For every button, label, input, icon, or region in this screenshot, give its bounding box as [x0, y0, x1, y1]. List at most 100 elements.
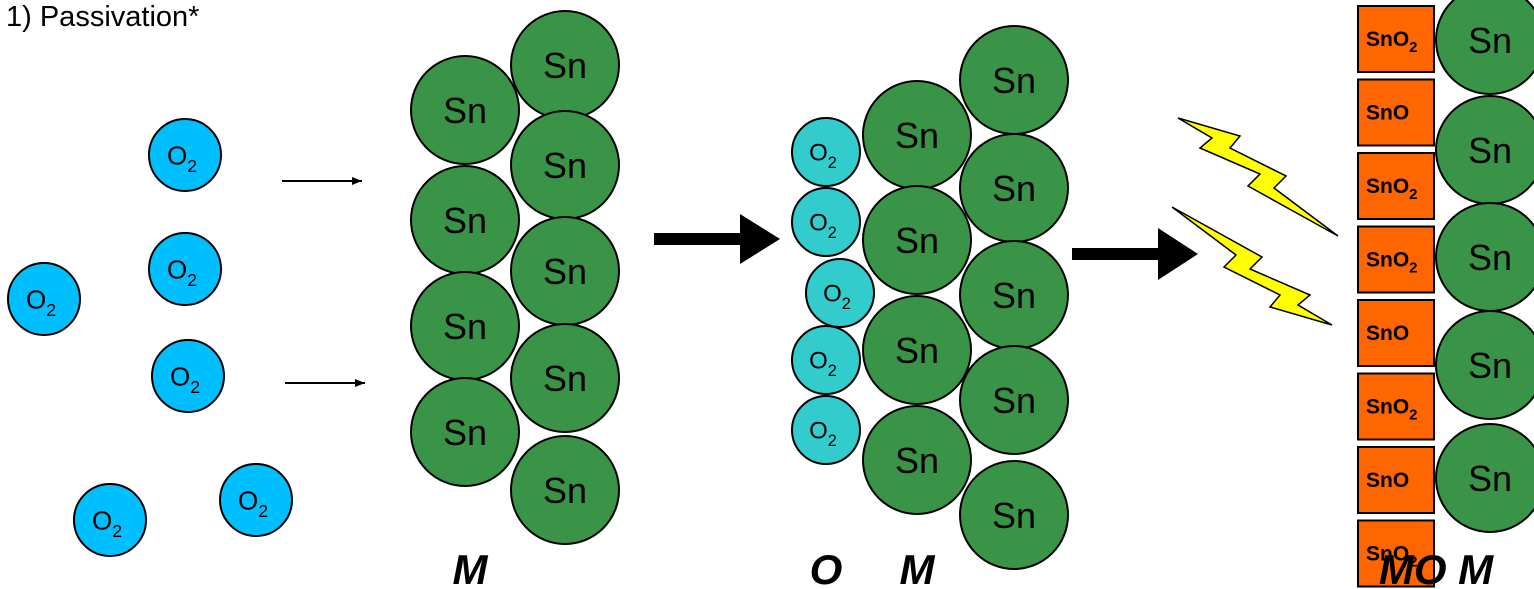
- tin-atom: Sn: [1435, 202, 1534, 312]
- oxygen-molecule: O2: [791, 117, 861, 187]
- process-arrow-2: [1072, 228, 1198, 280]
- oxide-subscript: 2: [1409, 260, 1417, 277]
- oxygen-molecule-circle: [7, 262, 81, 336]
- tin-atom: Sn: [1435, 423, 1534, 533]
- caption-stage2-oxide: O: [810, 546, 843, 589]
- oxygen-molecule-circle: [805, 258, 875, 328]
- tin-atom-label: Sn: [992, 495, 1036, 536]
- oxide-subscript: 2: [1409, 407, 1417, 424]
- oxygen-symbol: O: [809, 210, 828, 237]
- oxygen-subscript: 2: [828, 154, 837, 172]
- oxygen-molecule: O2: [7, 262, 81, 336]
- oxide-cell: SnO: [1357, 299, 1435, 367]
- oxide-cell: SnO2: [1357, 519, 1435, 588]
- tin-atom: Sn: [510, 216, 620, 326]
- oxygen-subscript: 2: [187, 156, 197, 176]
- oxide-cell-box: [1357, 299, 1435, 367]
- oxygen-molecule-label: O2: [823, 281, 851, 313]
- oxygen-molecule: O2: [219, 463, 293, 537]
- oxygen-molecule: O2: [805, 258, 875, 328]
- oxide-subscript: 2: [1409, 554, 1417, 571]
- tin-atom: Sn: [510, 10, 620, 120]
- tin-atom: Sn: [410, 271, 520, 381]
- oxide-cell-label: SnO: [1366, 102, 1409, 125]
- oxygen-symbol: O: [92, 505, 112, 535]
- oxide-formula: SnO: [1366, 28, 1409, 51]
- caption-stage1: M: [453, 546, 489, 589]
- tin-atom: Sn: [862, 405, 972, 515]
- oxygen-symbol: O: [809, 348, 828, 375]
- oxide-cell-label: SnO2: [1366, 543, 1418, 571]
- oxide-cell-box: [1357, 152, 1435, 220]
- oxygen-molecule-circle: [151, 339, 225, 413]
- tin-atom-label: Sn: [543, 45, 587, 86]
- oxygen-molecule-label: O2: [809, 210, 837, 242]
- oxygen-molecule-circle: [219, 463, 293, 537]
- oxide-cell: SnO2: [1357, 152, 1435, 220]
- oxygen-subscript: 2: [190, 377, 200, 397]
- tin-atom-circle: [862, 185, 972, 295]
- tin-atom-label: Sn: [992, 60, 1036, 101]
- oxygen-symbol: O: [823, 281, 842, 308]
- arrows-layer: [282, 177, 1198, 387]
- page-title: 1) Passivation*: [6, 1, 200, 33]
- tin-atom: Sn: [410, 55, 520, 165]
- oxygen-symbol: O: [167, 140, 187, 170]
- oxygen-subscript: 2: [842, 295, 851, 313]
- tin-atom-label: Sn: [1468, 130, 1512, 171]
- oxygen-molecule: O2: [148, 118, 222, 192]
- oxide-formula: SnO: [1366, 175, 1409, 198]
- oxide-cell-label: SnO2: [1366, 28, 1418, 56]
- tin-atom-circle: [410, 377, 520, 487]
- oxygen-symbol: O: [809, 140, 828, 167]
- tin-atom: Sn: [510, 323, 620, 433]
- tin-atom-label: Sn: [895, 115, 939, 156]
- oxide-cell-label: SnO: [1366, 469, 1409, 492]
- oxygen-molecule-circle: [148, 118, 222, 192]
- oxygen-symbol: O: [26, 284, 46, 314]
- oxygen-molecule-label: O2: [92, 505, 122, 541]
- oxide-subscript: 2: [1409, 186, 1417, 203]
- oxide-cell-box: [1357, 519, 1435, 588]
- oxygen-subscript: 2: [828, 224, 837, 242]
- oxygen-molecule: O2: [73, 483, 147, 557]
- lightning-bolt-shape: [1177, 117, 1339, 237]
- lightning-bolt: [1177, 117, 1339, 237]
- tin-atom-circle: [1435, 423, 1534, 533]
- tin-atom-label: Sn: [443, 90, 487, 131]
- process-arrow-1: [654, 214, 780, 264]
- tin-atom-label: Sn: [443, 412, 487, 453]
- tin-atom: Sn: [510, 435, 620, 545]
- lightning-bolt: [1171, 206, 1333, 326]
- oxide-subscript: 2: [1409, 39, 1417, 56]
- oxygen-symbol: O: [170, 361, 190, 391]
- oxide-cell: SnO: [1357, 446, 1435, 514]
- tin-atom-circle: [1435, 310, 1534, 420]
- tin-atom: Sn: [410, 165, 520, 275]
- tin-atom: Sn: [410, 377, 520, 487]
- oxide-cell-box: [1357, 446, 1435, 514]
- tin-atom-label: Sn: [1468, 237, 1512, 278]
- tin-atom-circle: [959, 345, 1069, 455]
- oxide-formula: SnO: [1366, 322, 1409, 345]
- oxide-formula: SnO: [1366, 396, 1409, 419]
- tin-atom-label: Sn: [1468, 20, 1512, 61]
- tin-atom-label: Sn: [992, 380, 1036, 421]
- oxide-formula: SnO: [1366, 543, 1409, 566]
- oxygen-molecule-label: O2: [167, 254, 197, 290]
- oxide-cell-box: [1357, 372, 1435, 441]
- oxygen-subscript: 2: [187, 270, 197, 290]
- tin-atom-circle: [862, 405, 972, 515]
- tin-atom: Sn: [1435, 95, 1534, 205]
- tin-atom: Sn: [959, 240, 1069, 350]
- oxygen-molecule: O2: [791, 325, 861, 395]
- oxygen-molecule-label: O2: [26, 284, 56, 320]
- oxygen-molecule: O2: [148, 232, 222, 306]
- tin-atom: Sn: [1435, 310, 1534, 420]
- tin-atom-label: Sn: [992, 275, 1036, 316]
- oxygen-molecule: O2: [791, 395, 861, 465]
- oxide-cell-box: [1357, 225, 1435, 294]
- oxygen-molecule-circle: [791, 187, 861, 257]
